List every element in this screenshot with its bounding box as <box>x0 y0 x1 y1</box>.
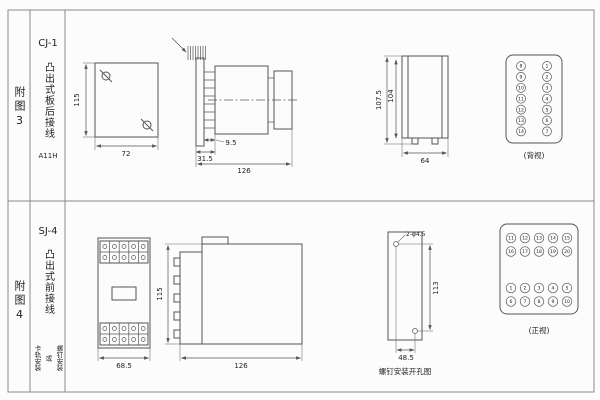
sj4-mounting-hole-dims: 2-φ4.5 113 48.5 <box>395 231 440 362</box>
row2-title: SJ-4 <box>38 226 58 237</box>
row1-model: A11H <box>38 152 58 160</box>
svg-text:12: 12 <box>518 107 524 113</box>
mount-label-3: 螺钉安装 <box>55 345 63 371</box>
svg-text:7: 7 <box>524 299 527 305</box>
dim-115-side: 115 <box>156 287 164 300</box>
dim-72: 72 <box>122 150 131 158</box>
svg-text:13: 13 <box>518 118 524 124</box>
dim-107-5: 107.5 <box>375 90 383 110</box>
mounting-hole-caption: 螺钉安装开孔图 <box>379 366 432 376</box>
front-view-terminal-dots-top <box>102 244 146 260</box>
svg-text:3: 3 <box>546 86 549 92</box>
svg-text:7: 7 <box>546 129 549 135</box>
svg-text:1: 1 <box>546 64 549 70</box>
sj4-side-view <box>173 236 303 345</box>
svg-text:20: 20 <box>564 249 570 255</box>
svg-text:11: 11 <box>518 96 524 102</box>
row1-subtitle: 凸出式板后接线 <box>42 61 54 139</box>
svg-text:2: 2 <box>524 286 527 292</box>
svg-text:4: 4 <box>552 286 555 292</box>
svg-text:18: 18 <box>536 249 542 255</box>
svg-text:17: 17 <box>522 249 528 255</box>
svg-text:10: 10 <box>564 299 570 305</box>
svg-text:6: 6 <box>510 299 513 305</box>
svg-text:8: 8 <box>538 299 541 305</box>
dim-2phi4-5: 2-φ4.5 <box>406 231 426 238</box>
mount-label-2: 或 <box>44 354 52 362</box>
svg-text:6: 6 <box>546 118 549 124</box>
cj1-panel-view <box>94 62 159 138</box>
svg-text:11: 11 <box>508 236 514 242</box>
cj1-panel-dims: 115 72 <box>73 62 159 158</box>
svg-text:19: 19 <box>550 249 556 255</box>
dim-9-5: 9.5 <box>225 139 236 147</box>
rear-view-label: (背视) <box>524 150 545 160</box>
front-view-label: (正视) <box>529 325 550 335</box>
cj1-side-view <box>171 37 298 147</box>
sj4-front-view <box>97 237 151 349</box>
sj4-front-dims: 68.5 <box>97 348 151 370</box>
svg-text:10: 10 <box>518 86 524 92</box>
cj1-side-dims: 9.5 31.5 126 <box>195 129 293 175</box>
svg-text:16: 16 <box>508 249 514 255</box>
dim-104: 104 <box>387 89 395 103</box>
dim-64: 64 <box>421 157 430 165</box>
sj4-side-dims: 115 126 <box>156 243 303 370</box>
cj1-rear-bracket-view <box>401 55 449 145</box>
dim-115: 115 <box>73 93 81 106</box>
svg-text:12: 12 <box>522 236 528 242</box>
svg-text:2: 2 <box>546 75 549 81</box>
svg-text:5: 5 <box>566 286 569 292</box>
svg-text:1: 1 <box>510 286 513 292</box>
svg-text:14: 14 <box>550 236 556 242</box>
row2-side-label: 附图4 <box>13 280 26 324</box>
sheet-frame <box>7 9 595 393</box>
sj4-mounting-hole-diagram <box>387 231 423 341</box>
mount-label-1: 卡轨安装 <box>33 345 41 371</box>
svg-text:15: 15 <box>564 236 570 242</box>
dim-48-5: 48.5 <box>398 354 414 362</box>
svg-text:5: 5 <box>546 107 549 113</box>
dim-31-5: 31.5 <box>197 155 213 163</box>
dim-68-5: 68.5 <box>116 362 132 370</box>
svg-text:9: 9 <box>552 299 555 305</box>
row2-subtitle: 凸出式前接线 <box>42 249 54 315</box>
dim-113: 113 <box>432 281 440 294</box>
svg-text:4: 4 <box>546 96 549 102</box>
cj1-rear-dims: 107.5 104 64 <box>375 55 449 165</box>
row2-mount-labels: 卡轨安装 或 螺钉安装 <box>30 328 66 388</box>
dim-126-side: 126 <box>234 362 248 370</box>
svg-text:8: 8 <box>520 64 523 70</box>
front-view-terminal-dots-bottom <box>102 326 146 342</box>
row1-title: CJ-1 <box>38 38 58 49</box>
svg-text:3: 3 <box>538 286 541 292</box>
svg-text:9: 9 <box>520 75 523 81</box>
svg-text:14: 14 <box>518 129 524 135</box>
row1-side-label: 附图3 <box>13 86 26 130</box>
dim-126: 126 <box>237 167 251 175</box>
svg-text:13: 13 <box>536 236 542 242</box>
